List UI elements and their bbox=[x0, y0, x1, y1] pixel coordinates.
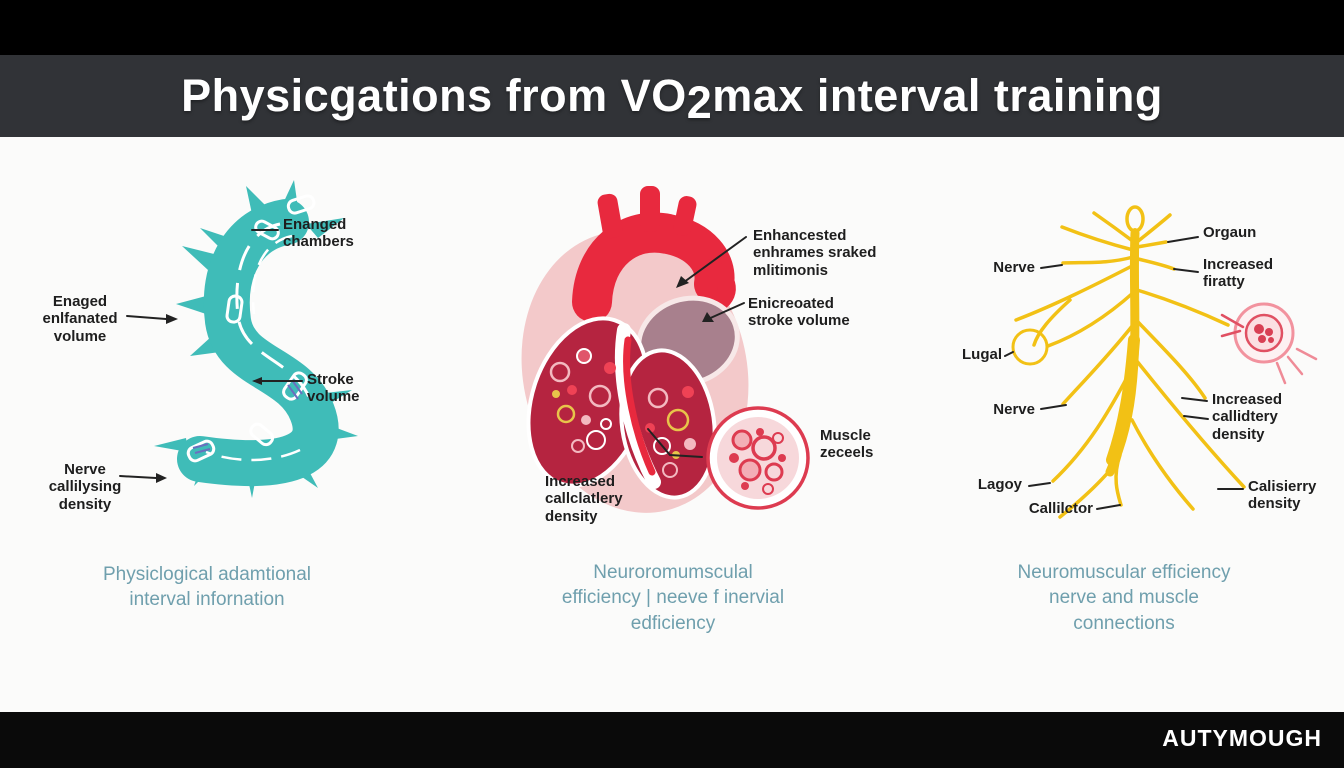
label-stroke-volume-middle: Enicreoated stroke volume bbox=[748, 295, 850, 330]
title-subscript-2: 2 bbox=[686, 77, 713, 128]
leader-arrowheads bbox=[156, 276, 714, 483]
footer-bar bbox=[0, 712, 1344, 768]
top-black-strip bbox=[0, 0, 1344, 55]
heart-illustration-icon bbox=[521, 186, 749, 513]
label-nerve-top: Nerve bbox=[993, 259, 1035, 276]
label-capillary-density-2: Calisierry density bbox=[1248, 478, 1317, 513]
label-increased-firing: Increased firatty bbox=[1203, 256, 1274, 291]
label-enlarged-chambers: Enanged chambers bbox=[283, 216, 354, 251]
header-bar: Physicgations from VO2max interval train… bbox=[0, 55, 1344, 137]
label-muscle-cells: Muscle zeceels bbox=[820, 427, 874, 462]
label-lugal: Lugal bbox=[962, 346, 1002, 363]
label-nerve-mid: Nerve bbox=[993, 401, 1035, 418]
label-enlarged-volume: Enaged enlfanated volume bbox=[42, 293, 118, 345]
muscle-cells-inset-icon bbox=[706, 406, 810, 510]
label-capillary-density-right: Increased callidtery density bbox=[1212, 391, 1283, 443]
brand-watermark: AUTYMOUGH bbox=[1162, 725, 1322, 751]
page-title: Physicgations from VO2max interval train… bbox=[181, 70, 1163, 128]
synapse-circle-icon bbox=[1011, 328, 1049, 366]
leader-lines bbox=[119, 229, 1244, 510]
label-stroke-volume-left: Stroke volume bbox=[307, 371, 360, 406]
label-mitochondria: Enhancested enhrames sraked mlitimonis bbox=[753, 227, 877, 279]
nerve-tree-illustration-icon bbox=[1011, 205, 1246, 519]
label-collector: Callilctor bbox=[1028, 500, 1093, 517]
cell-body-icon bbox=[1220, 302, 1318, 385]
caption-right: Neuromuscular efficiency nerve and muscl… bbox=[1017, 562, 1231, 634]
capillary-illustration-icon bbox=[154, 180, 358, 498]
label-nerve-density: Nerve callilysing density bbox=[48, 461, 122, 513]
caption-middle: Neuroromumsculal efficiency | neeve f in… bbox=[561, 562, 785, 634]
label-organ: Orgaun bbox=[1203, 224, 1257, 241]
title-text-pre: Physicgations from VO bbox=[181, 70, 687, 121]
label-lagoy: Lagoy bbox=[977, 476, 1022, 493]
label-capillary-density-mid: Increased callclatlery density bbox=[545, 473, 623, 525]
illustration-layer bbox=[119, 180, 1318, 519]
caption-left: Physiclogical adamtional interval inforn… bbox=[102, 564, 312, 611]
title-text-post: max interval training bbox=[712, 70, 1163, 121]
